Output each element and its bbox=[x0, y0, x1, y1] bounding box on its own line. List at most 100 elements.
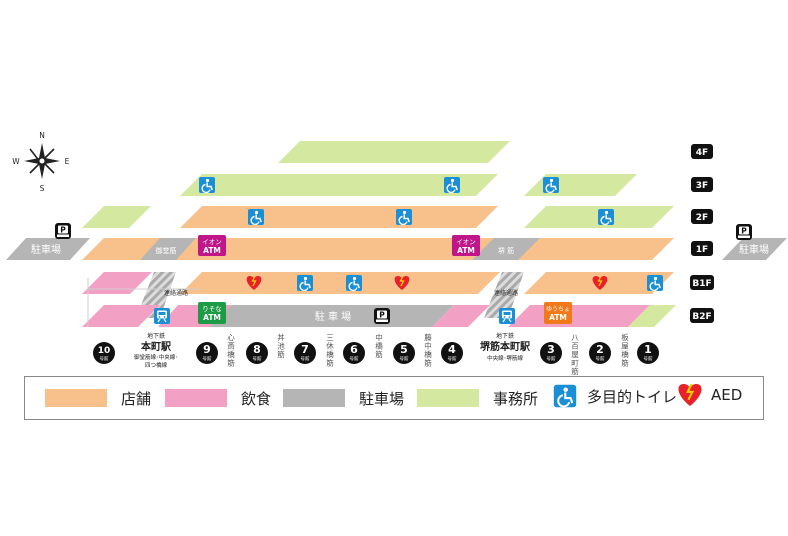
building-marker: 5号館 bbox=[393, 342, 415, 364]
floor-3f-office-right bbox=[524, 174, 637, 196]
floor-b1f-food-left bbox=[82, 272, 152, 294]
station-sakaisuji-honmachi: 地下鉄 堺筋本町駅 中央線･堺筋線 bbox=[480, 332, 531, 362]
legend: 店舗 飲食 駐車場 事務所 多目的トイレ AED bbox=[24, 376, 764, 420]
building-circle bbox=[540, 342, 562, 364]
connecting-passage-left-label: 連絡通路 bbox=[164, 289, 188, 297]
floor-badge-b1f-bg bbox=[690, 275, 714, 290]
parking-icon-left bbox=[55, 223, 71, 239]
floor-badges: 4F 3F 2F 1F B1F B2F bbox=[690, 144, 714, 323]
atm-resona-bottom: ATM bbox=[203, 313, 221, 322]
building-circle bbox=[93, 342, 115, 364]
building-marker: 8号館 bbox=[246, 342, 268, 364]
wheelchair-icon bbox=[646, 274, 664, 292]
floor-3f-office-left bbox=[180, 174, 498, 196]
legend-aed: AED bbox=[677, 383, 742, 406]
building-suffix: 号館 bbox=[301, 355, 310, 362]
building-number: 2 bbox=[596, 343, 604, 356]
station-sakaisuji-lines: 中央線･堺筋線 bbox=[487, 354, 523, 362]
street-label: 心斎橋筋 bbox=[227, 333, 235, 368]
station-honmachi-lines2: 四つ橋線 bbox=[145, 361, 168, 369]
floor-badge-1f: 1F bbox=[696, 245, 708, 255]
floor-badge-4f-bg bbox=[691, 144, 713, 159]
passage-midosuji-label: 御堂筋 bbox=[156, 246, 177, 255]
atm-aeon-west: イオン ATM bbox=[198, 235, 226, 256]
wheelchair-icon bbox=[443, 176, 461, 194]
atm-aeon-east-top: イオン bbox=[456, 238, 476, 246]
floor-badge-4f: 4F bbox=[696, 148, 708, 158]
b2f-parking-label: 駐 車 場 bbox=[315, 310, 351, 323]
wheelchair-icon bbox=[247, 208, 265, 226]
floor-2f-office-left bbox=[82, 206, 151, 228]
floor-b2f-food-left bbox=[82, 305, 160, 327]
building-suffix: 号館 bbox=[100, 355, 109, 362]
atm-aeon-west-bottom: ATM bbox=[203, 246, 221, 255]
floor-b2f-food-east bbox=[508, 305, 650, 327]
wheelchair-icon bbox=[553, 384, 577, 408]
floor-b2f-parking bbox=[210, 305, 454, 327]
building-suffix: 号館 bbox=[448, 355, 457, 362]
floor-b2f-food-right bbox=[432, 305, 490, 327]
floor-b1f-store bbox=[180, 272, 500, 294]
legend-store-label: 店舗 bbox=[121, 389, 152, 408]
atm-yucho-bottom: ATM bbox=[549, 313, 567, 322]
wheelchair-icon bbox=[198, 176, 216, 194]
atm-aeon-east: イオン ATM bbox=[452, 235, 480, 256]
legend-store: 店舗 bbox=[45, 388, 151, 408]
building-circle bbox=[441, 342, 463, 364]
subway-icon bbox=[499, 308, 515, 324]
building-number: 5 bbox=[400, 343, 408, 356]
parking-left-label: 駐車場 bbox=[31, 243, 61, 256]
street-label: 藤中橋筋 bbox=[424, 332, 432, 368]
station-honmachi-lines: 御堂筋線･中央線･ bbox=[134, 353, 178, 361]
wheelchair-icon bbox=[542, 176, 560, 194]
building-number: 9 bbox=[203, 343, 211, 356]
atm-yucho: ゆうちょ ATM bbox=[544, 302, 572, 324]
floor-badge-2f-bg bbox=[691, 209, 713, 224]
building-marker: 4号館 bbox=[441, 342, 463, 364]
floor-2f-store bbox=[180, 206, 498, 228]
atm-resona: りそな ATM bbox=[198, 302, 226, 324]
legend-office-label: 事務所 bbox=[493, 389, 539, 408]
building-suffix: 号館 bbox=[350, 355, 359, 362]
building-suffix: 号館 bbox=[203, 355, 212, 362]
floor-badge-b1f: B1F bbox=[692, 279, 711, 289]
legend-food: 飲食 bbox=[165, 388, 271, 408]
street-label: 八百屋町筋 bbox=[571, 333, 579, 376]
building-number: 1 bbox=[644, 343, 652, 356]
building-circle bbox=[589, 342, 611, 364]
street-label: 三休橋筋 bbox=[326, 333, 334, 368]
wheelchair-icon bbox=[597, 208, 615, 226]
parking-icon-b2f bbox=[374, 308, 390, 324]
building-marker: 6号館 bbox=[343, 342, 365, 364]
passage-sakaisuji-label: 堺 筋 bbox=[498, 246, 514, 255]
building-circle bbox=[196, 342, 218, 364]
aed-icon bbox=[678, 383, 702, 406]
street-label: 丼池筋 bbox=[277, 332, 285, 359]
floor-badge-3f: 3F bbox=[696, 181, 708, 191]
legend-toilet: 多目的トイレ bbox=[553, 384, 677, 408]
building-circle bbox=[343, 342, 365, 364]
building-circle bbox=[637, 342, 659, 364]
legend-parking-label: 駐車場 bbox=[359, 389, 405, 408]
compass-w: W bbox=[12, 157, 20, 166]
street-label: 板屋橋筋 bbox=[621, 332, 629, 368]
floor-badge-3f-bg bbox=[691, 177, 713, 192]
connecting-passage-right-label: 連絡通路 bbox=[494, 289, 518, 297]
building-circle bbox=[393, 342, 415, 364]
atm-aeon-west-top: イオン bbox=[202, 238, 222, 246]
wheelchair-icon bbox=[296, 274, 314, 292]
passage-midosuji bbox=[140, 238, 196, 260]
building-suffix: 号館 bbox=[547, 355, 556, 362]
legend-parking-swatch bbox=[283, 389, 345, 407]
station-sakaisuji-line1: 地下鉄 bbox=[496, 332, 514, 340]
legend-food-label: 飲食 bbox=[241, 389, 272, 408]
building-number: 6 bbox=[350, 343, 358, 356]
legend-office-swatch bbox=[417, 389, 479, 407]
building-number: 3 bbox=[547, 343, 555, 356]
building-number: 7 bbox=[301, 343, 309, 356]
station-honmachi: 地下鉄 本町駅 御堂筋線･中央線･ 四つ橋線 bbox=[134, 332, 178, 369]
compass-e: E bbox=[65, 157, 70, 166]
